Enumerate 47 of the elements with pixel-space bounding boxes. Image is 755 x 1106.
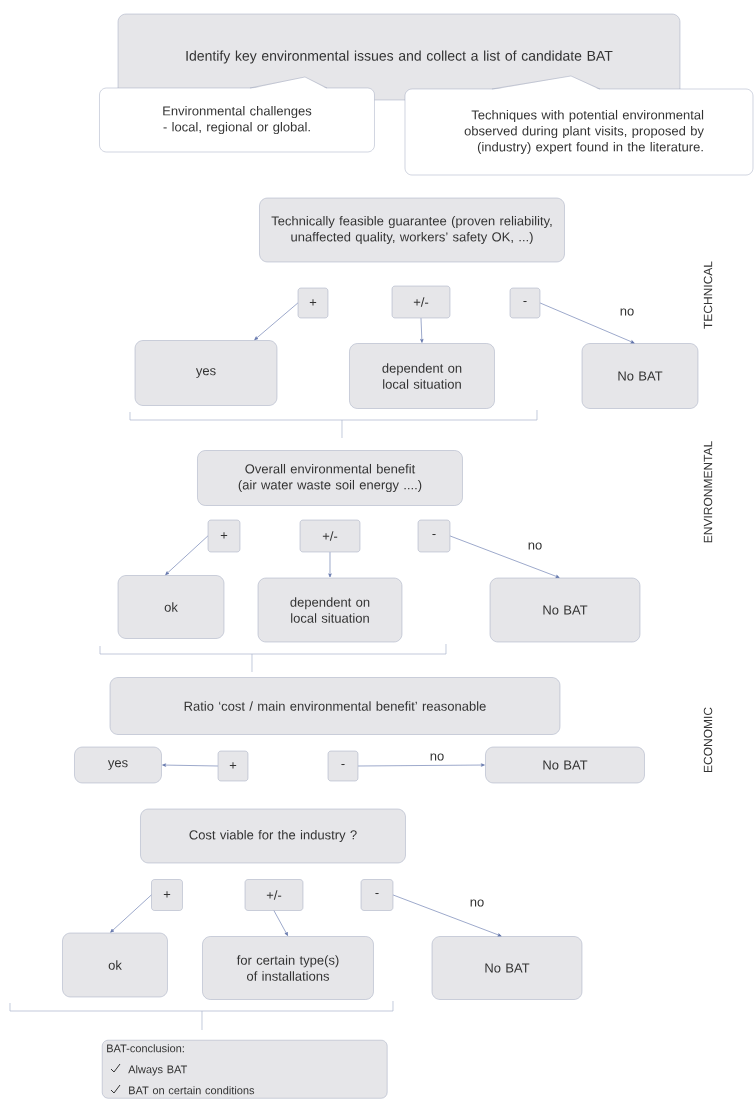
outcome-box: ok [62,932,168,998]
question-box: Ratio ‘cost / main environmental benefit’ reasonable [109,677,561,735]
sign-box: + [151,879,183,911]
sign-box: - [509,287,541,319]
arrow [165,535,209,576]
arrow [254,302,299,341]
sign-box: +/- [391,285,451,319]
section-label: ENVIRONMENTAL [703,441,713,543]
arrow [420,317,424,343]
callout-box: Environmental challenges - local, regional or global. [99,76,375,153]
outcome-box: ok [117,575,225,639]
callout-box: Techniques with potential environmental observed during plant visits, proposed by (industry) expert found in the literature. [404,75,754,176]
outcome-box: No BAT [485,746,645,784]
outcome-box: dependent on local situation [257,577,403,643]
arrow [328,551,332,578]
outcome-box: No BAT [581,343,699,409]
outcome-box: No BAT [489,577,641,643]
arrow [273,910,288,936]
conclusion-box: BAT-conclusion: Always BAT BAT on certain conditions [102,1040,388,1099]
edge-label: no [618,307,636,317]
outcome-box: dependent on local situation [349,343,495,409]
arrow [449,535,560,578]
edge-label: no [526,541,544,551]
sign-box: - [417,519,451,553]
outcome-box: No BAT [431,936,583,1000]
sign-box: - [360,879,394,911]
edge-label: no [428,752,446,762]
section-label: TECHNICAL [703,261,713,329]
arrow [539,302,635,344]
sign-box: + [217,750,249,782]
arrow [392,894,502,937]
question-box: Technically feasible guarantee (proven reliability, unaffected quality, workers’ safety OK, ...) [259,197,565,263]
sign-box: +/- [244,879,304,911]
arrow [357,763,485,767]
outcome-box: yes [74,746,162,784]
arrow [162,763,219,767]
outcome-box: yes [134,340,278,406]
sign-box: +/- [299,519,361,553]
arrow [110,894,152,933]
question-box: Overall environmental benefit (air water waste soil energy ....) [197,450,463,506]
sign-box: + [297,287,329,319]
edge-label: no [468,898,486,908]
sign-box: + [207,519,241,553]
question-box: Cost viable for the industry ? [140,808,406,864]
sign-box: - [327,750,359,782]
outcome-box: for certain type(s) of installations [202,936,374,1000]
section-label: ECONOMIC [703,707,713,772]
